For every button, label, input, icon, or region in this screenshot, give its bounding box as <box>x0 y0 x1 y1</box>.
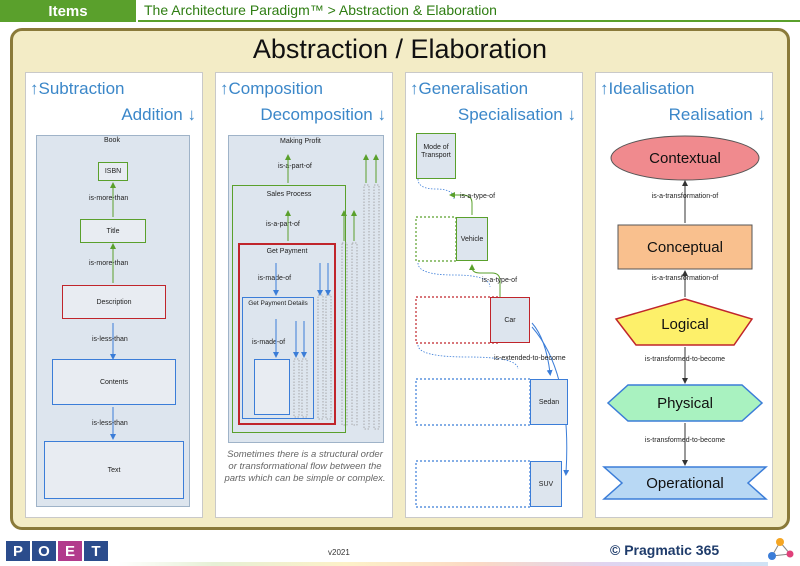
text-box: Text <box>44 441 184 499</box>
relation-label: is-made-of <box>252 339 286 346</box>
breadcrumb: The Architecture Paradigm™ > Abstraction… <box>138 0 800 22</box>
relation-label: is-a-type-of <box>482 277 518 284</box>
making-profit-label: Making Profit <box>280 138 321 145</box>
idealisation-shapes <box>602 135 768 500</box>
brand-label: © Pragmatic 365 <box>610 542 720 558</box>
relation-label: is-a-transformation-of <box>651 193 719 200</box>
page-title: Abstraction / Elaboration <box>252 34 548 64</box>
relation-label: is-a-part-of <box>278 163 312 170</box>
panel-heading-bottom: Decomposition ↓ <box>260 105 386 124</box>
contents-box: Contents <box>52 359 176 405</box>
relation-label: is-a-transformation-of <box>651 275 719 282</box>
section-tab[interactable]: Items <box>0 0 136 22</box>
relation-label: is-less-than <box>92 336 128 343</box>
panel-generalisation: ↑Generalisation Specialisation ↓ Mode of… <box>405 72 583 518</box>
logical-shape: Logical <box>661 315 709 333</box>
relation-label: is-a-part-of <box>266 221 300 228</box>
relation-label: is-transformed-to-become <box>644 437 726 444</box>
contextual-shape: Contextual <box>649 149 721 167</box>
relation-label: is-made-of <box>258 275 292 282</box>
physical-shape: Physical <box>657 394 713 412</box>
logo-letter: E <box>58 541 82 561</box>
composition-connectors <box>273 154 380 430</box>
panel-heading-top: ↑Composition <box>220 79 323 98</box>
conceptual-shape: Conceptual <box>647 238 723 256</box>
book-label: Book <box>104 137 120 144</box>
logo-letter: T <box>84 541 108 561</box>
panel-idealisation: ↑Idealisation Realisation ↓ Contextual i… <box>595 72 773 518</box>
molecule-icon <box>768 538 794 560</box>
isbn-box: ISBN <box>98 162 128 181</box>
panel-heading-bottom: Realisation ↓ <box>668 105 766 124</box>
logo-letter: P <box>6 541 30 561</box>
vehicle-box: Vehicle <box>456 217 488 261</box>
operational-shape: Operational <box>646 474 724 492</box>
mode-of-transport-box: Mode of Transport <box>416 133 456 179</box>
panel-heading-bottom: Addition ↓ <box>121 105 196 124</box>
relation-label: is-less-than <box>92 420 128 427</box>
relation-label: is-extended-to-become <box>494 355 566 362</box>
panel-heading-bottom: Specialisation ↓ <box>457 105 576 124</box>
relation-label: is-more-than <box>89 260 129 267</box>
title-box: Title <box>80 219 146 243</box>
sedan-box: Sedan <box>530 379 568 425</box>
logo-letter: O <box>32 541 56 561</box>
footer-gradient-bar <box>118 562 768 566</box>
relation-label: is-transformed-to-become <box>644 356 726 363</box>
panel-heading-top: ↑Generalisation <box>410 79 529 98</box>
relation-label: is-a-type-of <box>460 193 496 200</box>
panel-heading-top: ↑Subtraction <box>30 79 125 98</box>
subtraction-connectors <box>110 182 116 440</box>
panel-composition: ↑Composition Decomposition ↓ Making Prof… <box>215 72 393 518</box>
suv-box: SUV <box>530 461 562 507</box>
payment-detail-part <box>254 359 290 415</box>
panel-subtraction: ↑Subtraction Addition ↓ Book ISBN is-mor… <box>25 72 203 518</box>
poet-logo: P O E T <box>6 541 108 563</box>
version-label: v2021 <box>328 548 350 557</box>
panel-heading-top: ↑Idealisation <box>600 79 695 98</box>
composition-note: Sometimes there is a structural order or… <box>224 449 386 484</box>
relation-label: is-more-than <box>89 195 129 202</box>
description-box: Description <box>62 285 166 319</box>
car-box: Car <box>490 297 530 343</box>
